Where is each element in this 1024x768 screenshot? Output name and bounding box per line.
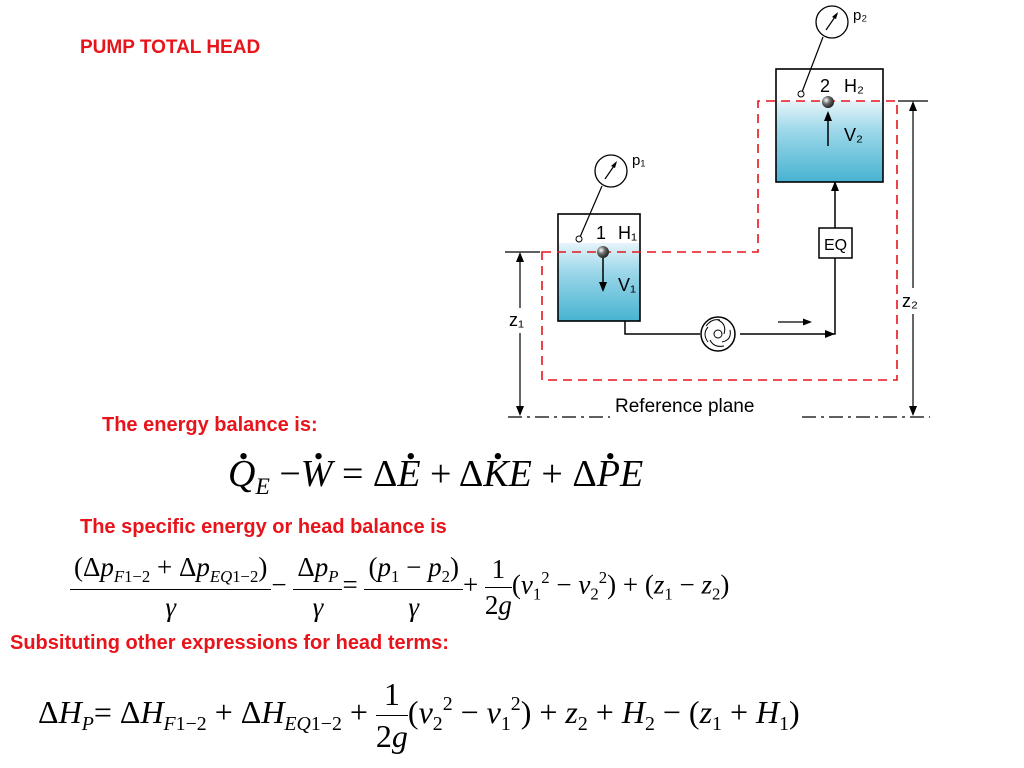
- pressure-gauge-2-icon: [797, 5, 849, 98]
- page-title: PUMP TOTAL HEAD: [80, 37, 261, 58]
- svg-text:V₁: V₁: [618, 275, 636, 295]
- svg-text:EQ: EQ: [824, 237, 847, 254]
- pump-icon: [700, 316, 736, 352]
- svg-text:p₁: p₁: [632, 152, 645, 169]
- equipment-box: [818, 227, 853, 259]
- svg-text:z₁: z₁: [509, 310, 524, 330]
- pump-system-diagram: EQ p₁ p₂ 1 H₁ V₁ 2 H₂ V₂ z₁ z₂ Ref: [505, 5, 930, 418]
- tank-1: [557, 213, 641, 322]
- tank-2-water: [776, 101, 883, 182]
- energy-balance-heading: The energy balance is:: [102, 414, 318, 436]
- svg-text:H₂: H₂: [844, 76, 864, 96]
- specific-energy-heading: The specific energy or head balance is: [80, 516, 447, 538]
- tank-2: [775, 68, 884, 183]
- svg-text:p₂: p₂: [853, 7, 867, 24]
- svg-text:z₂: z₂: [902, 291, 918, 311]
- svg-text:Reference plane: Reference plane: [615, 396, 754, 417]
- svg-text:H₁: H₁: [618, 223, 637, 243]
- svg-text:1: 1: [596, 223, 606, 243]
- energy-balance-equation: QE −W = ΔE + ΔKE + ΔPE: [228, 452, 643, 501]
- pipe: [624, 321, 700, 335]
- svg-text:V₂: V₂: [844, 125, 863, 145]
- substituting-heading: Subsituting other expressions for head t…: [10, 632, 449, 654]
- control-volume-boundary: [541, 100, 898, 381]
- svg-text:2: 2: [820, 76, 830, 96]
- pressure-gauge-1-icon: [575, 154, 628, 243]
